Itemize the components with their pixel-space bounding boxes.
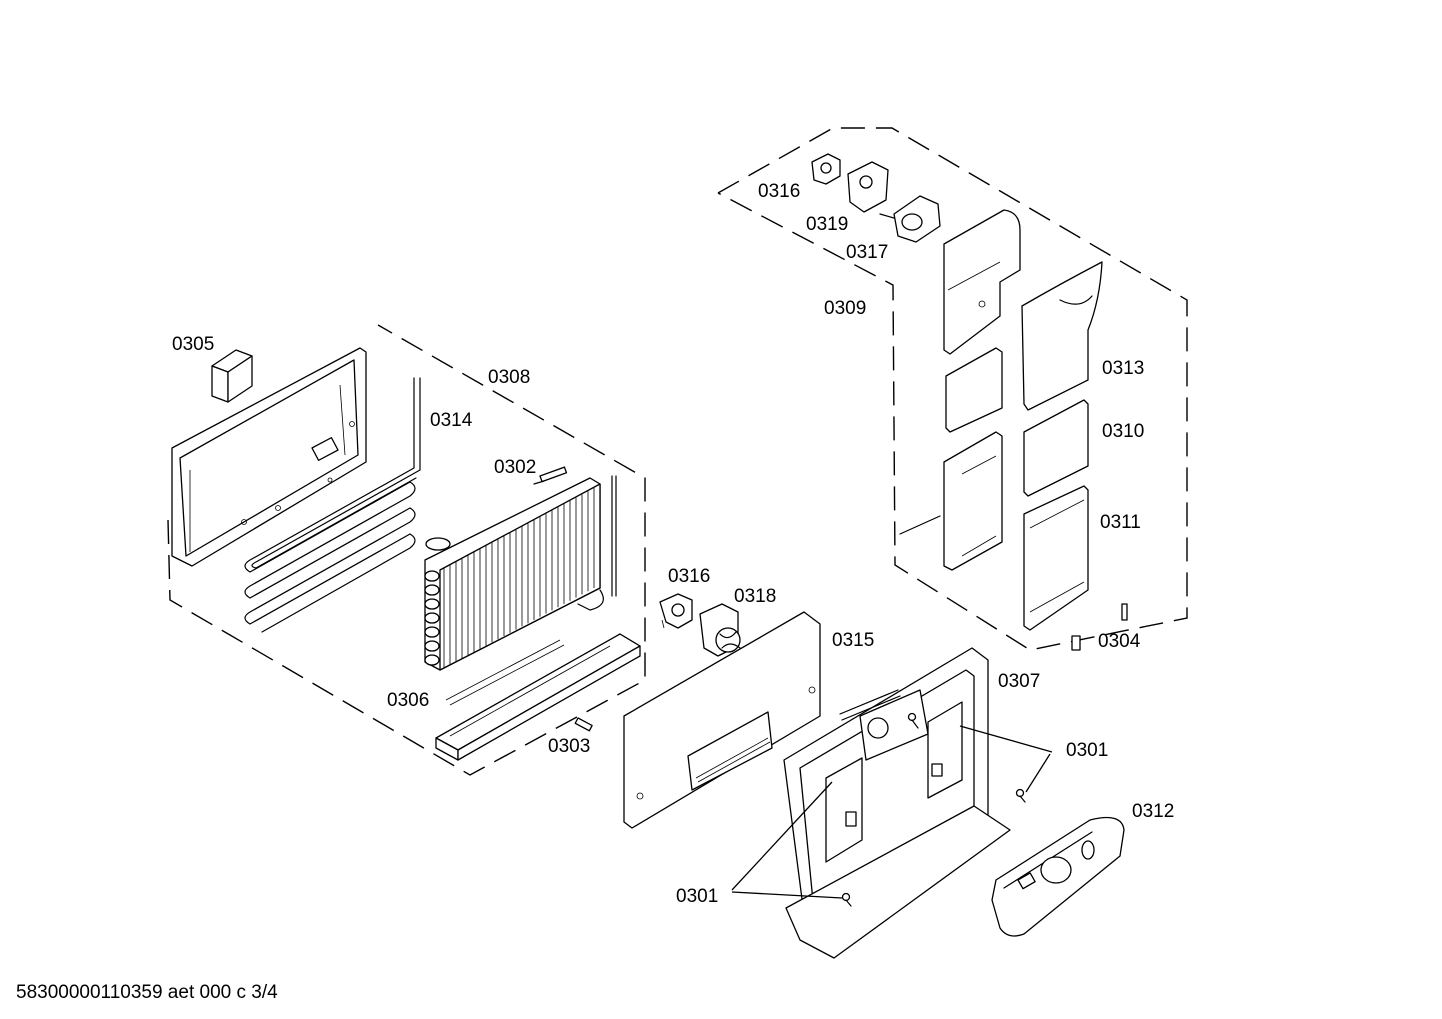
label-0303: 0303 bbox=[548, 736, 590, 757]
part-0302-sensor bbox=[533, 466, 568, 485]
coil-return-bend bbox=[424, 612, 440, 624]
label-0309: 0309 bbox=[824, 298, 866, 319]
part-0301-screws bbox=[841, 712, 1026, 907]
label-0307: 0307 bbox=[998, 671, 1040, 692]
part-evaporator-coil bbox=[424, 475, 617, 671]
part-0309-panel-lower bbox=[899, 431, 1003, 571]
part-0313-duct-curve bbox=[1021, 261, 1103, 411]
part-0318-fan bbox=[699, 603, 741, 657]
label-0308: 0308 bbox=[488, 367, 530, 388]
part-0306-drip-tray bbox=[435, 633, 641, 761]
label-0301-left: 0301 bbox=[676, 886, 718, 907]
label-0317: 0317 bbox=[846, 242, 888, 263]
part-0305-box bbox=[211, 349, 253, 403]
label-0314: 0314 bbox=[430, 410, 473, 431]
part-0309-panel-mid bbox=[945, 347, 1003, 433]
label-0316-lower: 0316 bbox=[668, 566, 710, 587]
label-0301-right: 0301 bbox=[1066, 740, 1108, 761]
label-0315: 0315 bbox=[832, 630, 874, 651]
part-0307-housing bbox=[783, 647, 1011, 959]
coil-return-bend bbox=[424, 570, 440, 582]
part-0303-clip bbox=[574, 717, 593, 732]
boundary-right-assembly bbox=[717, 127, 1188, 651]
coil-return-bend bbox=[424, 598, 440, 610]
part-0308-frame-panel bbox=[171, 347, 367, 567]
coil-return-bend bbox=[424, 654, 440, 666]
label-0311: 0311 bbox=[1100, 512, 1141, 533]
drawing-footer-code: 58300000110359 aet 000 c 3/4 bbox=[16, 982, 278, 1003]
label-0304: 0304 bbox=[1098, 631, 1141, 652]
label-0312: 0312 bbox=[1132, 801, 1174, 822]
part-0316-bracket-upper bbox=[811, 153, 841, 185]
label-0316-upper: 0316 bbox=[758, 181, 800, 202]
part-0312-fan-cover bbox=[991, 816, 1125, 937]
part-0316-bracket-lower bbox=[659, 593, 693, 629]
part-0317-clip-holder bbox=[879, 195, 941, 243]
part-0309-duct-top bbox=[943, 209, 1021, 355]
label-0310: 0310 bbox=[1102, 421, 1144, 442]
label-0306: 0306 bbox=[387, 690, 429, 711]
boundary-left-assembly bbox=[167, 324, 646, 776]
leader-lines bbox=[731, 725, 1053, 899]
part-0314-serpentine-tube bbox=[244, 377, 421, 633]
label-0319: 0319 bbox=[806, 214, 848, 235]
part-0311-panel bbox=[1023, 485, 1089, 631]
part-0310-panel bbox=[1023, 399, 1089, 497]
coil-return-bend bbox=[424, 584, 440, 596]
label-0302: 0302 bbox=[494, 457, 536, 478]
part-0319-holder bbox=[847, 161, 889, 213]
label-0313: 0313 bbox=[1102, 358, 1144, 379]
part-0304-pins bbox=[1071, 603, 1128, 651]
part-labels: 0316 0319 0317 0309 0313 0310 0311 0304 … bbox=[172, 181, 1174, 907]
coil-return-bend bbox=[424, 626, 440, 638]
coil-return-bend bbox=[424, 640, 440, 652]
label-0318: 0318 bbox=[734, 586, 776, 607]
part-0315-cover-plate bbox=[623, 611, 821, 829]
label-0305: 0305 bbox=[172, 334, 214, 355]
